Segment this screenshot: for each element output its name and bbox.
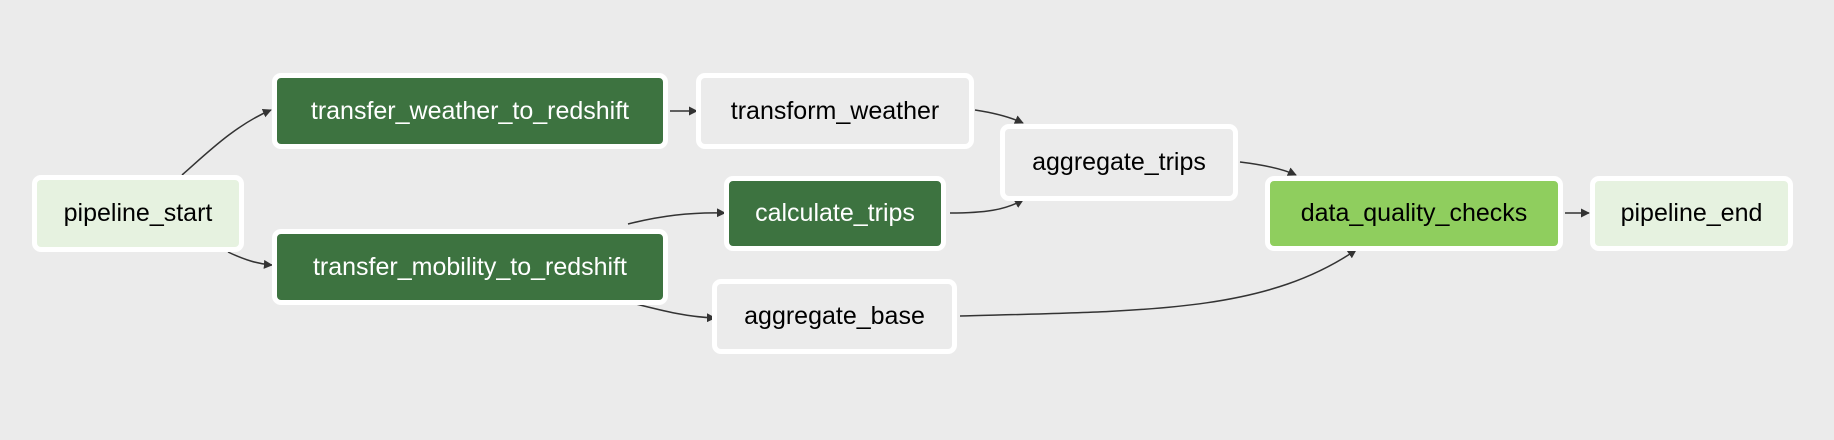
edge-pipeline-start-to-transfer-weather xyxy=(181,108,272,176)
task-label: transform_weather xyxy=(730,96,940,125)
edge-aggregate-base-to-data-quality-checks xyxy=(959,249,1357,317)
edge-transfer-mobility-to-calculate-trips xyxy=(627,208,726,225)
task-node-calculate-trips[interactable]: calculate_trips xyxy=(724,176,946,251)
task-node-transfer-mobility-to-redshift[interactable]: transfer_mobility_to_redshift xyxy=(272,229,668,305)
task-label: aggregate_trips xyxy=(1032,148,1206,176)
edge-transform-weather-to-aggregate-trips xyxy=(974,109,1024,124)
task-label: pipeline_end xyxy=(1620,199,1763,227)
edge-pipeline-start-to-transfer-mobility xyxy=(227,251,273,269)
task-label: pipeline_start xyxy=(63,199,213,227)
task-node-transfer-weather-to-redshift[interactable]: transfer_weather_to_redshift xyxy=(272,73,668,149)
task-node-aggregate-base[interactable]: aggregate_base xyxy=(712,279,957,354)
edge-calculate-trips-to-aggregate-trips xyxy=(949,199,1024,214)
task-label: calculate_trips xyxy=(755,199,915,227)
task-label: data_quality_checks xyxy=(1300,199,1528,227)
task-node-pipeline-start[interactable]: pipeline_start xyxy=(32,175,244,252)
task-label: transfer_weather_to_redshift xyxy=(310,96,630,125)
task-node-transform-weather[interactable]: transform_weather xyxy=(696,73,974,149)
task-node-aggregate-trips[interactable]: aggregate_trips xyxy=(1000,124,1238,201)
task-node-pipeline-end[interactable]: pipeline_end xyxy=(1590,176,1793,251)
task-label: transfer_mobility_to_redshift xyxy=(312,252,628,281)
edge-aggregate-trips-to-data-quality-checks xyxy=(1239,161,1297,176)
task-node-data-quality-checks[interactable]: data_quality_checks xyxy=(1265,176,1563,251)
task-label: aggregate_base xyxy=(744,302,925,330)
